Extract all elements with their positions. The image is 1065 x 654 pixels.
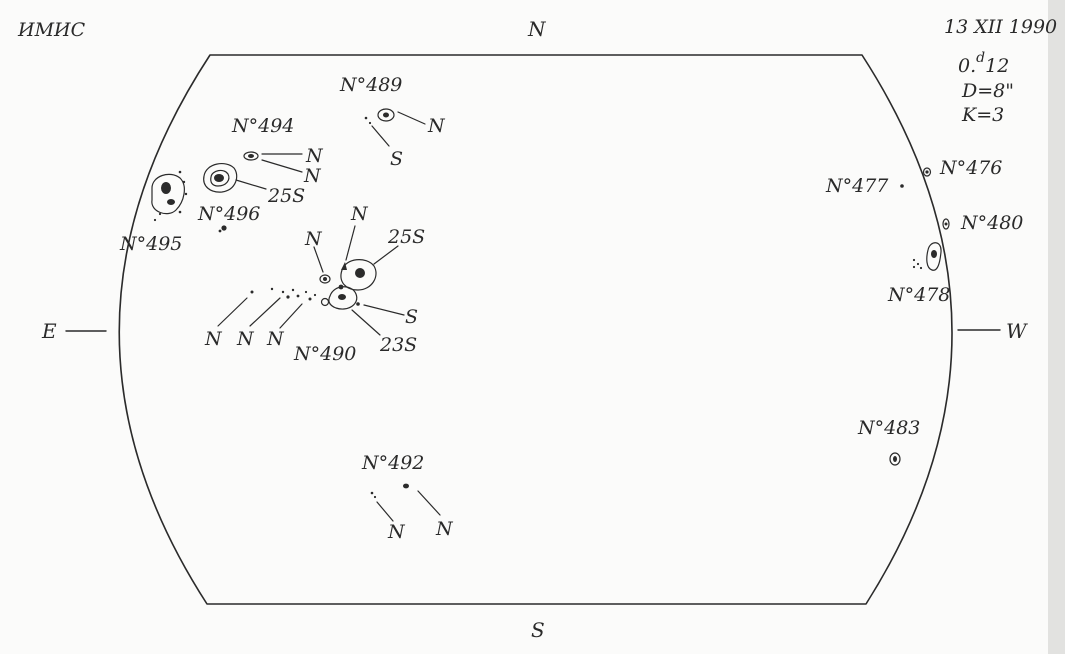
group-492-leader-n1 (376, 501, 394, 522)
observation-date: 13 XII 1990 (944, 16, 1057, 38)
group-492-polarity-n1: N (387, 521, 406, 543)
group-478-spots (912, 242, 942, 271)
group-494-leader-n2 (261, 159, 303, 173)
group-490-leader-s-top (373, 245, 399, 265)
group-490-leader-s-mid (363, 304, 405, 316)
group-495-label: N°495 (119, 233, 182, 255)
institute-label: ИМИС (17, 19, 86, 41)
group-490-leader-n-top2 (345, 225, 356, 261)
group-490-polarity-s-bottom: 23S (379, 334, 417, 356)
group-490-leader-n-low3 (279, 303, 303, 329)
group-489-polarity-n: N (427, 115, 446, 137)
group-490-polarity-n-top2: N (350, 203, 369, 225)
group-490-polarity-n-low3: N (266, 328, 285, 350)
group-494-label: N°494 (231, 115, 294, 137)
group-480-label: N°480 (960, 212, 1023, 234)
group-477-label: N°477 (825, 175, 889, 197)
group-489-spots (364, 108, 395, 125)
group-496-spots (203, 162, 238, 233)
group-483-label: N°483 (857, 417, 920, 439)
group-496-leader-s (235, 179, 267, 190)
group-494-spots (243, 151, 259, 161)
group-492-polarity-n2: N (435, 518, 454, 540)
solar-disk-outline (118, 54, 953, 605)
group-490-polarity-n-low2: N (236, 328, 255, 350)
group-476-spots (922, 167, 932, 177)
group-496-label: N°496 (197, 203, 260, 225)
group-489-leader-n (397, 111, 426, 125)
group-490-leader-n-low1 (217, 297, 248, 327)
group-496-polarity-s: 25S (267, 185, 305, 207)
group-492-label: N°492 (361, 452, 424, 474)
west-label: W (1006, 319, 1028, 343)
k-coefficient: K=3 (961, 104, 1004, 126)
group-489-polarity-s: S (390, 148, 403, 170)
group-495-spots (151, 170, 188, 222)
group-490-polarity-s-top: 25S (387, 226, 425, 248)
image-diameter: D=8" (961, 80, 1014, 102)
group-489-label: N°489 (339, 74, 402, 96)
south-label: S (531, 618, 545, 642)
group-490-leader-n-top1 (313, 246, 324, 273)
observation-time: 0.d12 (958, 50, 1009, 77)
group-490-polarity-n-top1: N (304, 228, 323, 250)
north-label: N (527, 17, 547, 41)
group-489-leader-s (371, 125, 390, 147)
group-483-spots (889, 452, 901, 466)
group-492-spots (370, 483, 409, 499)
group-490-polarity-s-mid: S (405, 306, 418, 328)
group-477-spot (900, 184, 904, 188)
group-476-label: N°476 (939, 157, 1002, 179)
group-490-label: N°490 (293, 343, 356, 365)
group-492-leader-n2 (417, 490, 441, 516)
page-edge-shadow (1048, 0, 1065, 654)
group-490-leader-s-bottom (351, 309, 381, 336)
group-494-polarity-n1: N (305, 145, 324, 167)
group-480-spots (942, 218, 950, 230)
group-494-polarity-n2: N (303, 165, 322, 187)
group-490-polarity-n-low1: N (204, 328, 223, 350)
group-490-spots (250, 259, 377, 310)
group-478-label: N°478 (887, 284, 950, 306)
group-490-leader-n-low2 (249, 297, 281, 327)
east-label: E (41, 319, 57, 343)
